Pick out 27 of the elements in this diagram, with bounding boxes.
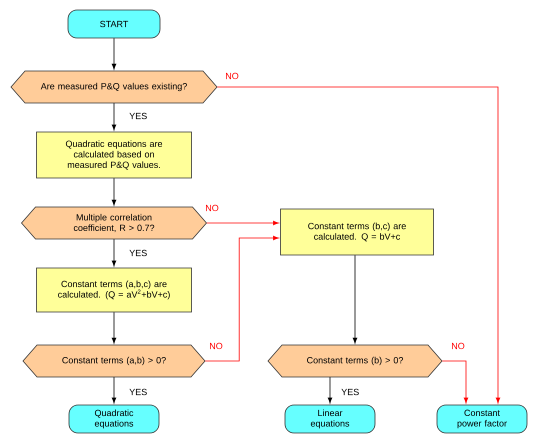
edge-label: NO <box>452 342 464 350</box>
arrow <box>352 254 358 344</box>
process-box: Constant terms (b,c) are calculated. Q = bV+c <box>280 208 434 256</box>
arrow <box>112 178 116 206</box>
arrow <box>206 220 279 226</box>
arrow <box>442 360 468 404</box>
edge-label: NO <box>210 342 222 350</box>
arrow <box>112 38 116 70</box>
arrow <box>112 102 116 130</box>
terminal-box: START <box>68 10 160 38</box>
terminal-box: Quadratic equations <box>68 404 160 434</box>
edge-label: NO <box>226 72 238 80</box>
arrow <box>216 86 500 404</box>
arrow <box>112 312 116 344</box>
terminal-box: Constant power factor <box>436 404 528 434</box>
edge-label: YES <box>129 250 147 256</box>
terminal-box: Linear equations <box>284 404 376 434</box>
process-box: Quadratic equations are calculated based on measured P&Q values. <box>36 132 192 178</box>
process-box: Constant terms (a,b,c) are calculated. (Q = aV$^{2}$+bV+c) <box>36 268 192 312</box>
arrow <box>112 238 116 266</box>
edge-label: YES <box>129 112 147 120</box>
arrow <box>328 376 332 404</box>
edge-label: NO <box>206 204 218 212</box>
arrow <box>204 236 279 362</box>
edge-label: YES <box>129 388 147 396</box>
arrow <box>112 376 116 404</box>
edge-label: YES <box>341 388 359 396</box>
